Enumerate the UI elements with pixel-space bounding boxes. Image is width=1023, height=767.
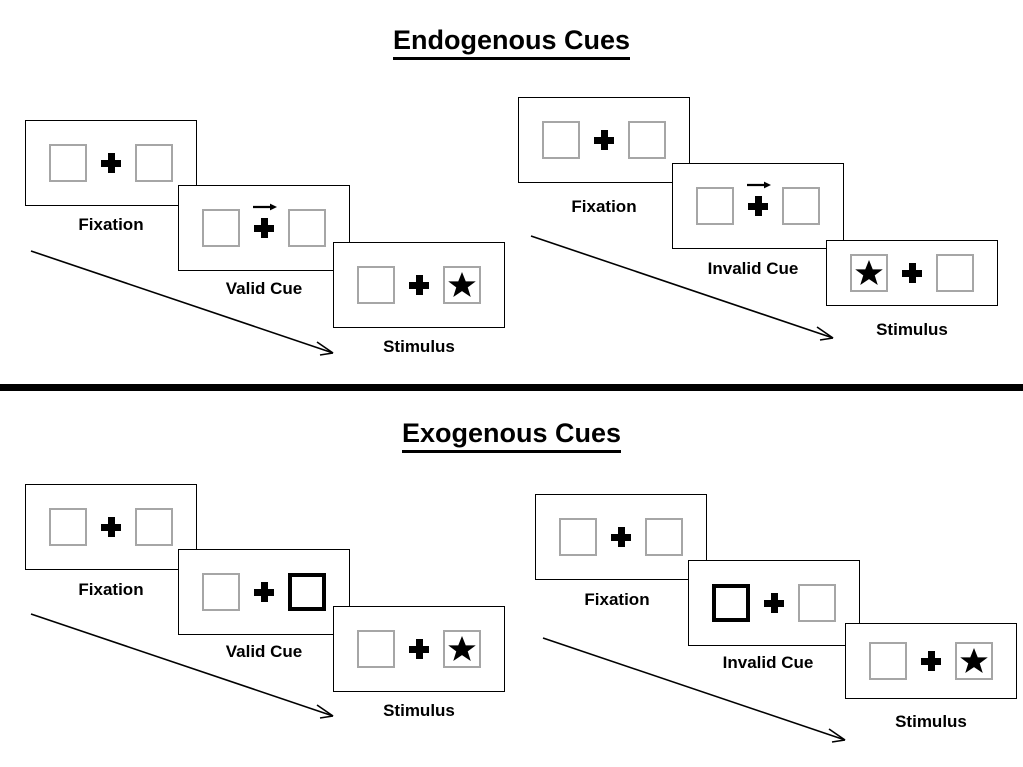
- section-divider: [0, 384, 1023, 391]
- left-box: [696, 187, 734, 225]
- left-box-cued: [712, 584, 750, 622]
- panel-label-exogenous-invalid-fixation: Fixation: [584, 590, 650, 609]
- panel-label-exogenous-valid-fixation: Fixation: [78, 580, 144, 599]
- fixation-cross-icon: [101, 517, 121, 537]
- panel-endogenous-invalid-stimulus: [826, 240, 998, 306]
- fixation-cross-icon: [254, 218, 274, 238]
- panel-endogenous-valid-fixation: [25, 120, 197, 206]
- panel-label-endogenous-invalid-stimulus: Stimulus: [876, 320, 948, 339]
- left-box: [357, 630, 395, 668]
- fixation-cross-icon: [748, 196, 768, 216]
- right-box: [135, 144, 173, 182]
- left-box: [869, 642, 907, 680]
- left-box: [357, 266, 395, 304]
- panel-exogenous-invalid-cue: [688, 560, 860, 646]
- panel-label-endogenous-invalid-cue: Invalid Cue: [707, 259, 799, 278]
- panel-exogenous-valid-fixation: [25, 484, 197, 570]
- fixation-cross-icon: [254, 582, 274, 602]
- right-box-cued: [288, 573, 326, 611]
- cue-center: [253, 203, 277, 238]
- cue-center: [747, 181, 771, 216]
- panel-exogenous-invalid-fixation: [535, 494, 707, 580]
- star-icon: [855, 260, 883, 285]
- left-box: [559, 518, 597, 556]
- right-box: [936, 254, 974, 292]
- right-box: [135, 508, 173, 546]
- fixation-cross-icon: [902, 263, 922, 283]
- panel-endogenous-valid-stimulus: [333, 242, 505, 328]
- fixation-cross-icon: [409, 275, 429, 295]
- left-box: [202, 573, 240, 611]
- panel-label-exogenous-valid-cue: Valid Cue: [225, 642, 303, 661]
- panel-label-exogenous-invalid-cue: Invalid Cue: [722, 653, 814, 672]
- left-box: [202, 209, 240, 247]
- panel-exogenous-valid-cue: [178, 549, 350, 635]
- right-box: [628, 121, 666, 159]
- left-box: [850, 254, 888, 292]
- fixation-cross-icon: [611, 527, 631, 547]
- fixation-cross-icon: [921, 651, 941, 671]
- panel-endogenous-invalid-fixation: [518, 97, 690, 183]
- fixation-cross-icon: [594, 130, 614, 150]
- left-box: [542, 121, 580, 159]
- time-arrow-exogenous-invalid: [542, 637, 846, 743]
- panel-label-exogenous-invalid-stimulus: Stimulus: [895, 712, 967, 731]
- left-box: [49, 144, 87, 182]
- star-icon: [448, 272, 476, 297]
- fixation-cross-icon: [101, 153, 121, 173]
- panel-label-endogenous-valid-stimulus: Stimulus: [383, 337, 455, 356]
- section-title-endogenous-text: Endogenous Cues: [392, 25, 630, 60]
- section-title-exogenous-text: Exogenous Cues: [401, 418, 622, 453]
- panel-label-endogenous-valid-fixation: Fixation: [78, 215, 144, 234]
- right-box: [288, 209, 326, 247]
- right-box: [645, 518, 683, 556]
- panel-label-endogenous-valid-cue: Valid Cue: [225, 279, 303, 298]
- panel-endogenous-valid-cue: [178, 185, 350, 271]
- panel-label-exogenous-valid-stimulus: Stimulus: [383, 701, 455, 720]
- left-box: [49, 508, 87, 546]
- right-box: [798, 584, 836, 622]
- right-box: [443, 630, 481, 668]
- right-box: [443, 266, 481, 304]
- panel-endogenous-invalid-cue: [672, 163, 844, 249]
- section-title-endogenous: Endogenous Cues: [0, 25, 1023, 60]
- right-arrow-cue-icon: [253, 203, 277, 211]
- right-box: [955, 642, 993, 680]
- section-title-exogenous: Exogenous Cues: [0, 418, 1023, 453]
- panel-exogenous-valid-stimulus: [333, 606, 505, 692]
- star-icon: [960, 648, 988, 673]
- star-icon: [448, 636, 476, 661]
- panel-label-endogenous-invalid-fixation: Fixation: [571, 197, 637, 216]
- fixation-cross-icon: [764, 593, 784, 613]
- right-box: [782, 187, 820, 225]
- right-arrow-cue-icon: [747, 181, 771, 189]
- panel-exogenous-invalid-stimulus: [845, 623, 1017, 699]
- fixation-cross-icon: [409, 639, 429, 659]
